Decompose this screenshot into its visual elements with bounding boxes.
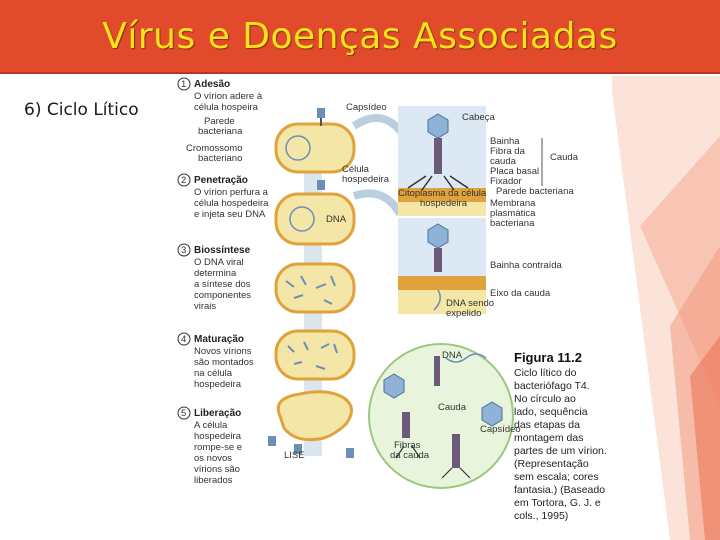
svg-text:cols., 1995): cols., 1995)	[514, 510, 568, 522]
svg-text:2: 2	[181, 175, 186, 186]
parede-label: Parede	[204, 116, 235, 127]
svg-text:hospedeira: hospedeira	[194, 431, 242, 442]
svg-text:liberados: liberados	[194, 475, 233, 486]
cell-biosynthesis	[274, 262, 356, 314]
cell-maturation	[274, 329, 356, 381]
svg-text:os novos: os novos	[194, 453, 232, 464]
svg-text:plasmática: plasmática	[490, 208, 536, 219]
svg-text:lado, sequência: lado, sequência	[514, 406, 588, 418]
circle-capsideo-label: Capsídeo	[480, 424, 521, 435]
lise-label: LISE	[284, 450, 305, 461]
svg-text:rompe-se e: rompe-se e	[194, 442, 242, 453]
svg-text:Figura 11.2: Figura 11.2	[514, 350, 582, 365]
figure-caption: Figura 11.2 Ciclo lítico do bacteriófago…	[514, 350, 607, 522]
svg-text:Maturação: Maturação	[194, 334, 244, 345]
bainha-label: Bainha	[490, 136, 520, 147]
svg-text:na célula: na célula	[194, 368, 233, 379]
step-5: 5 Liberação A célula hospedeira rompe-se…	[177, 406, 242, 486]
svg-text:hospedeira: hospedeira	[342, 174, 390, 185]
decorative-stripes	[610, 76, 720, 540]
svg-text:A célula: A célula	[194, 420, 228, 431]
svg-text:da cauda: da cauda	[390, 450, 430, 461]
svg-text:célula hospeira: célula hospeira	[194, 102, 259, 113]
svg-text:hospedeira: hospedeira	[194, 379, 242, 390]
svg-text:componentes: componentes	[194, 290, 251, 301]
membrana-label: Membrana	[490, 198, 536, 209]
svg-text:Biossíntese: Biossíntese	[194, 245, 251, 256]
cell-penetration: DNA	[274, 180, 356, 246]
title-bar: Vírus e Doenças Associadas	[0, 0, 720, 74]
dna-expelido-label: DNA sendo	[446, 298, 494, 309]
svg-text:5: 5	[181, 408, 186, 419]
svg-text:e injeta seu DNA: e injeta seu DNA	[194, 209, 266, 220]
svg-text:Adesão: Adesão	[194, 79, 230, 90]
circle-fibras-label: Fibras	[394, 440, 421, 451]
svg-text:O vírion adere à: O vírion adere à	[194, 91, 263, 102]
svg-text:Penetração: Penetração	[194, 175, 248, 186]
cromossomo-label: Cromossomo	[186, 143, 243, 154]
slide-title: Vírus e Doenças Associadas	[102, 15, 618, 57]
eixo-label: Eixo da cauda	[490, 288, 551, 299]
step-4: 4 Maturação Novos vírions são montados n…	[177, 332, 254, 390]
citoplasma-label: Citoplasma da célula	[398, 188, 487, 199]
svg-text:3: 3	[181, 245, 186, 256]
svg-text:em Tortora, G. J. e: em Tortora, G. J. e	[514, 497, 601, 509]
svg-text:Ciclo lítico do: Ciclo lítico do	[514, 367, 577, 379]
circle-dna-label: DNA	[442, 350, 463, 361]
cell-adhesion	[274, 108, 356, 174]
celula-hosp-label: Célula	[342, 164, 370, 175]
lytic-cycle-figure: DNA LISE 1 Adesão O vírion adere à célul…	[176, 76, 612, 526]
phage-zoom-top	[398, 106, 486, 216]
cauda-label: Cauda	[550, 152, 579, 163]
svg-text:bacteriana: bacteriana	[198, 126, 243, 137]
svg-text:a síntese dos: a síntese dos	[194, 279, 251, 290]
svg-text:virais: virais	[194, 301, 216, 312]
circle-cauda-label: Cauda	[438, 402, 467, 413]
svg-text:cauda: cauda	[490, 156, 517, 167]
assembly-circle	[368, 343, 514, 489]
parede-b-label: Parede bacteriana	[496, 186, 574, 197]
svg-text:sem escala; cores: sem escala; cores	[514, 471, 599, 483]
svg-text:O vírion perfura a: O vírion perfura a	[194, 187, 269, 198]
placa-label: Placa basal	[490, 166, 539, 177]
svg-text:expelido: expelido	[446, 308, 481, 319]
svg-text:(Representação: (Representação	[514, 458, 589, 470]
svg-text:bacteriano: bacteriano	[198, 153, 242, 164]
svg-text:montagem das: montagem das	[514, 432, 583, 444]
svg-text:célula hospedeira: célula hospedeira	[194, 198, 269, 209]
fibra-label: Fibra da	[490, 146, 526, 157]
dna-label-2: DNA	[326, 214, 347, 225]
svg-text:são montados: são montados	[194, 357, 254, 368]
slide-subtitle: 6) Ciclo Lítico	[24, 100, 139, 120]
phage-zoom-bottom	[398, 218, 486, 314]
svg-text:O DNA viral: O DNA viral	[194, 257, 244, 268]
svg-text:No círculo ao: No círculo ao	[514, 393, 576, 405]
fixador-label: Fixador	[490, 176, 522, 187]
cabeca-label: Cabeça	[462, 112, 495, 123]
svg-text:fantasia.) (Baseado: fantasia.) (Baseado	[514, 484, 605, 496]
svg-text:Liberação: Liberação	[194, 408, 241, 419]
svg-text:bacteriófago T4.: bacteriófago T4.	[514, 380, 590, 392]
step-1: 1 Adesão O vírion adere à célula hospeir…	[177, 77, 263, 113]
svg-text:Novos vírions: Novos vírions	[194, 346, 252, 357]
svg-text:1: 1	[181, 79, 186, 90]
svg-text:bacteriana: bacteriana	[490, 218, 535, 229]
cell-lysis: LISE	[268, 390, 354, 461]
svg-text:das etapas da: das etapas da	[514, 419, 580, 431]
svg-text:determina: determina	[194, 268, 237, 279]
svg-text:4: 4	[181, 334, 186, 345]
svg-text:hospedeira: hospedeira	[420, 198, 468, 209]
svg-text:partes de um vírion.: partes de um vírion.	[514, 445, 607, 457]
capsideo-label: Capsídeo	[346, 102, 387, 113]
bainha-contraida-label: Bainha contraída	[490, 260, 563, 271]
svg-text:vírions são: vírions são	[194, 464, 240, 475]
step-2: 2 Penetração O vírion perfura a célula h…	[177, 173, 269, 220]
step-3: 3 Biossíntese O DNA viral determina a sí…	[177, 243, 251, 312]
